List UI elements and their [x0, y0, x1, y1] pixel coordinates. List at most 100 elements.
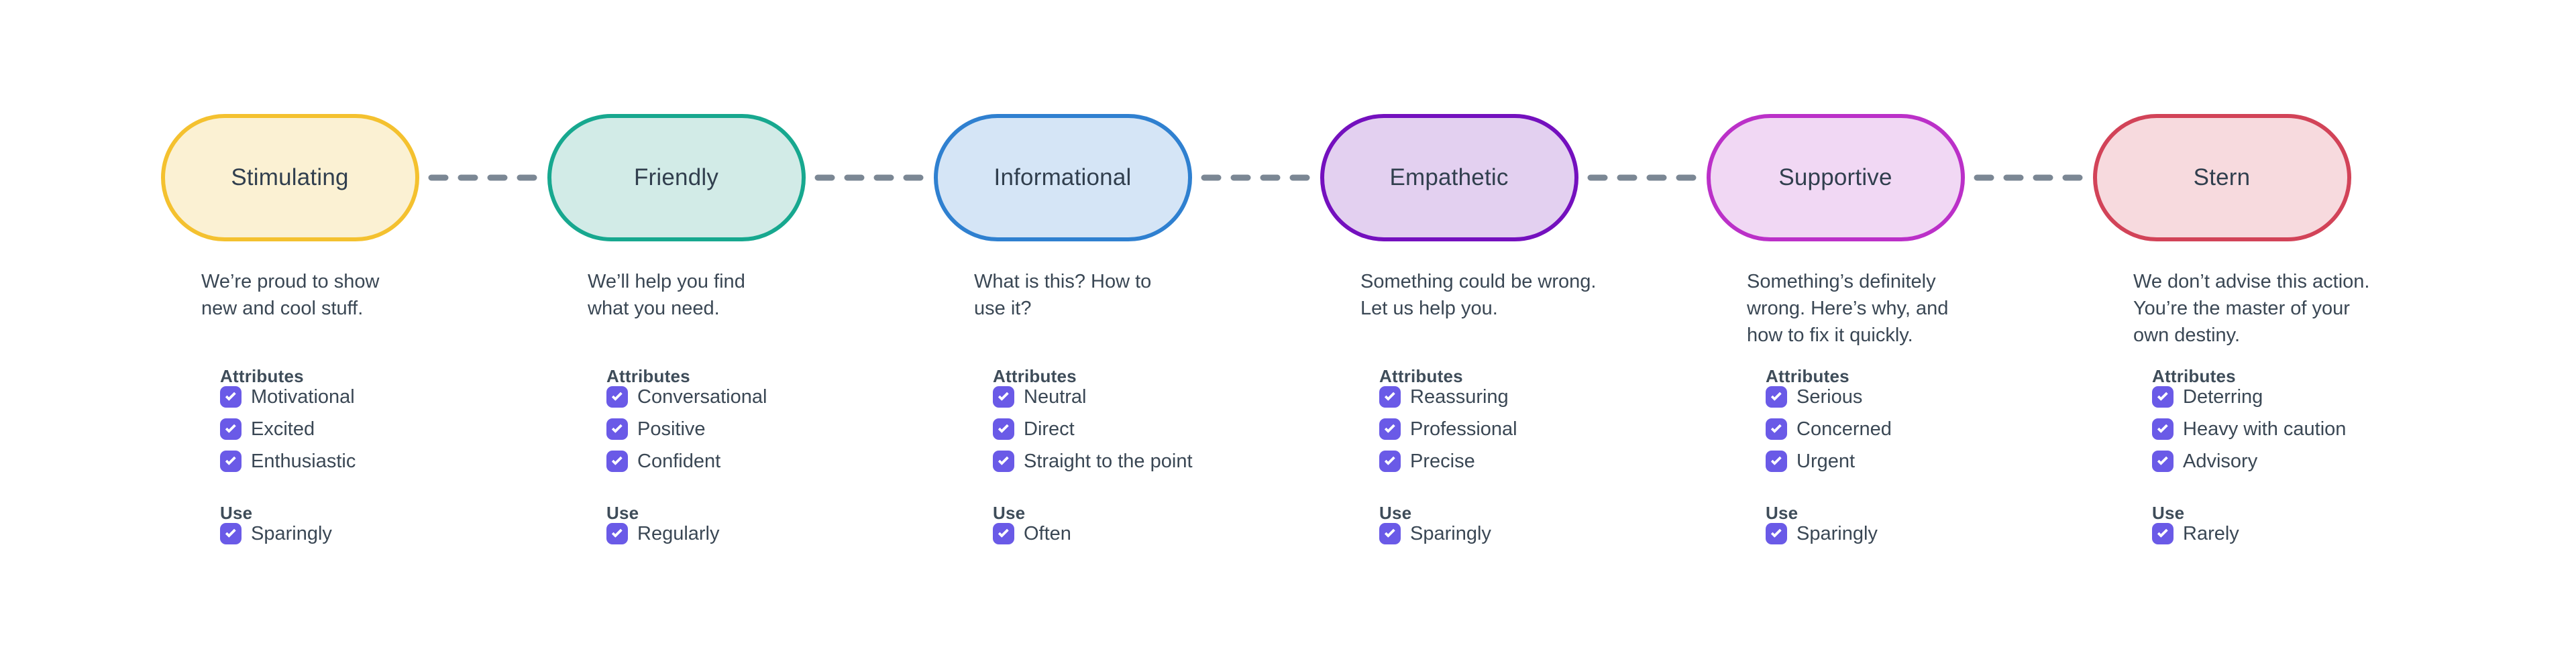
attribute-checkbox-row[interactable]: Confident [606, 451, 869, 472]
attribute-checkbox-row[interactable]: Enthusiastic [220, 451, 483, 472]
use-section: Use Sparingly [1379, 503, 1642, 544]
use-section: Use Often [993, 503, 1256, 544]
attribute-checkbox-row[interactable]: Serious [1766, 386, 2029, 408]
checkbox-checked-icon[interactable] [1379, 523, 1401, 544]
checkbox-checked-icon[interactable] [606, 418, 628, 440]
checkmark-icon [2157, 390, 2168, 402]
checkbox-checked-icon[interactable] [1379, 418, 1401, 440]
attributes-heading: Attributes [1766, 366, 1849, 386]
use-checkbox-row[interactable]: Regularly [606, 523, 869, 544]
attribute-checkbox-row[interactable]: Neutral [993, 386, 1256, 408]
tone-node-informational: Informational [933, 114, 1192, 241]
attributes-heading: Attributes [220, 366, 304, 386]
attributes-section: Attributes Motivational Excited Enthusia… [220, 366, 483, 472]
attribute-checkbox-row[interactable]: Motivational [220, 386, 483, 408]
use-heading: Use [606, 503, 639, 523]
tone-node-supportive: Supportive [1706, 114, 1965, 241]
checkbox-checked-icon[interactable] [220, 451, 241, 472]
tone-description: Something’s definitely wrong. Here’s why… [1747, 271, 1949, 346]
use-section: Use Sparingly [1766, 503, 2029, 544]
attribute-checkbox-row[interactable]: Heavy with caution [2152, 418, 2415, 440]
connector-dashed-line [1201, 174, 1311, 181]
connector-dashed-line [1974, 174, 2084, 181]
attributes-heading: Attributes [1379, 366, 1463, 386]
tone-columns: Stimulating We’re proud to show new and … [97, 0, 2415, 555]
use-section: Use Sparingly [220, 503, 483, 544]
checkmark-icon [2157, 422, 2168, 434]
tone-column-stimulating: Stimulating We’re proud to show new and … [97, 0, 483, 555]
checkbox-checked-icon[interactable] [606, 451, 628, 472]
use-checkbox-row[interactable]: Often [993, 523, 1256, 544]
attribute-checkbox-row[interactable]: Conversational [606, 386, 869, 408]
tone-column-friendly: Friendly We’ll help you find what you ne… [483, 0, 869, 555]
attributes-heading: Attributes [2152, 366, 2236, 386]
checkmark-icon [1770, 526, 1782, 538]
attribute-checkbox-row[interactable]: Reassuring [1379, 386, 1642, 408]
checkmark-icon [611, 422, 623, 434]
attribute-checkbox-row[interactable]: Urgent [1766, 451, 2029, 472]
checkmark-icon [998, 526, 1009, 538]
tone-column-informational: Informational What is this? How to use i… [869, 0, 1256, 555]
tone-node-friendly: Friendly [547, 114, 806, 241]
checkbox-checked-icon[interactable] [993, 418, 1014, 440]
checkbox-checked-icon[interactable] [2152, 386, 2174, 408]
checkmark-icon [225, 526, 236, 538]
use-checkbox-row[interactable]: Rarely [2152, 523, 2415, 544]
use-checkbox-row[interactable]: Sparingly [1379, 523, 1642, 544]
attribute-checkbox-row[interactable]: Deterring [2152, 386, 2415, 408]
checkbox-checked-icon[interactable] [606, 523, 628, 544]
use-checkbox-row[interactable]: Sparingly [1766, 523, 2029, 544]
attribute-checkbox-row[interactable]: Precise [1379, 451, 1642, 472]
attribute-checkbox-row[interactable]: Concerned [1766, 418, 2029, 440]
connector-dashed-line [1587, 174, 1698, 181]
use-heading: Use [993, 503, 1026, 523]
attribute-checkbox-row[interactable]: Advisory [2152, 451, 2415, 472]
checkbox-checked-icon[interactable] [1766, 523, 1787, 544]
attributes-section: Attributes Conversational Positive Confi… [606, 366, 869, 472]
attribute-checkbox-row[interactable]: Positive [606, 418, 869, 440]
checkbox-checked-icon[interactable] [1766, 386, 1787, 408]
use-heading: Use [1766, 503, 1799, 523]
checkbox-checked-icon[interactable] [220, 523, 241, 544]
checkbox-checked-icon[interactable] [993, 386, 1014, 408]
tone-column-empathetic: Empathetic Something could be wrong. Let… [1256, 0, 1642, 555]
attribute-checkbox-row[interactable]: Excited [220, 418, 483, 440]
checkmark-icon [1770, 422, 1782, 434]
use-section: Use Rarely [2152, 503, 2415, 544]
tone-description: What is this? How to use it? [974, 271, 1152, 319]
attribute-checkbox-row[interactable]: Straight to the point [993, 451, 1256, 472]
checkbox-checked-icon[interactable] [606, 386, 628, 408]
use-heading: Use [220, 503, 253, 523]
checkbox-checked-icon[interactable] [2152, 418, 2174, 440]
checkmark-icon [1384, 390, 1395, 402]
tone-node-label: Informational [994, 164, 1132, 190]
tone-node-stimulating: Stimulating [160, 114, 419, 241]
checkbox-checked-icon[interactable] [2152, 451, 2174, 472]
attribute-checkbox-row[interactable]: Professional [1379, 418, 1642, 440]
checkbox-checked-icon[interactable] [2152, 523, 2174, 544]
tone-description: We don’t advise this action. You’re the … [2133, 271, 2370, 346]
tone-node-empathetic: Empathetic [1320, 114, 1578, 241]
checkmark-icon [998, 454, 1009, 466]
attributes-section: Attributes Serious Concerned Urgent [1766, 366, 2029, 472]
checkmark-icon [998, 422, 1009, 434]
checkbox-checked-icon[interactable] [220, 418, 241, 440]
tone-node-label: Empathetic [1389, 164, 1509, 190]
tone-node-label: Stern [2193, 164, 2251, 190]
checkbox-checked-icon[interactable] [1766, 418, 1787, 440]
checkmark-icon [611, 526, 623, 538]
tone-column-supportive: Supportive Something’s definitely wrong.… [1642, 0, 2029, 555]
checkbox-checked-icon[interactable] [1379, 451, 1401, 472]
use-checkbox-row[interactable]: Sparingly [220, 523, 483, 544]
use-heading: Use [2152, 503, 2185, 523]
tone-description: We’ll help you find what you need. [588, 271, 745, 319]
attribute-checkbox-row[interactable]: Direct [993, 418, 1256, 440]
checkmark-icon [225, 422, 236, 434]
checkbox-checked-icon[interactable] [1766, 451, 1787, 472]
checkmark-icon [1770, 390, 1782, 402]
checkbox-checked-icon[interactable] [993, 523, 1014, 544]
checkbox-checked-icon[interactable] [220, 386, 241, 408]
checkbox-checked-icon[interactable] [1379, 386, 1401, 408]
checkbox-checked-icon[interactable] [993, 451, 1014, 472]
